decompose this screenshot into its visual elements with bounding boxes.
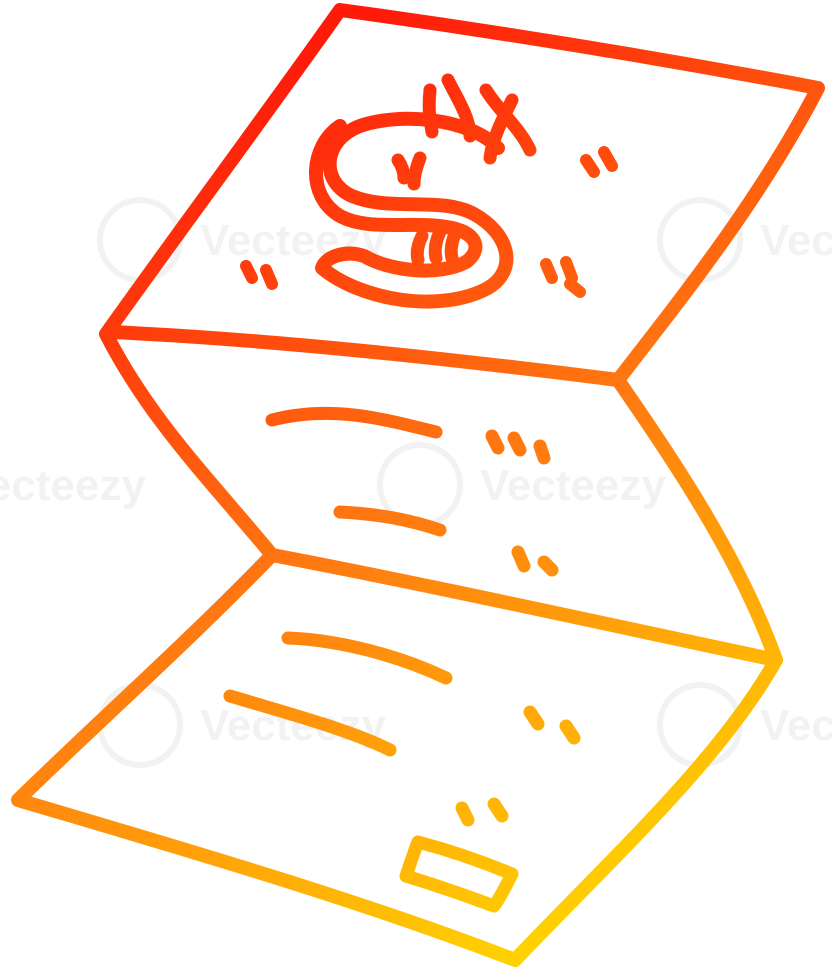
- dot: [511, 545, 531, 573]
- text-line: [223, 689, 397, 757]
- text-line: [265, 406, 443, 439]
- dot: [533, 439, 551, 465]
- watermark-text: Vecteezy: [0, 461, 146, 510]
- dot: [537, 555, 559, 577]
- text-line: [333, 505, 447, 537]
- top-panel-dots: [240, 146, 618, 298]
- serial-box-icon: [399, 835, 519, 913]
- middle-panel-text-lines: [265, 406, 559, 577]
- dot: [507, 431, 527, 457]
- watermark-layer: Vecteezy Vecteezy Vecteezy Vecteezy Vect…: [0, 197, 832, 768]
- bottom-panel-text-lines: [223, 631, 581, 827]
- watermark-text: Vecteezy: [760, 701, 832, 750]
- dot: [485, 429, 505, 455]
- text-line: [281, 631, 453, 685]
- fold-line-bottom: [265, 548, 783, 667]
- dollar-sign-icon: [309, 73, 537, 309]
- watermark-text: Vecteezy: [480, 461, 666, 510]
- bill-outline: [11, 3, 825, 967]
- dot: [559, 719, 581, 745]
- dot: [487, 797, 509, 823]
- dot: [455, 801, 475, 827]
- fold-line-top: [105, 325, 625, 387]
- watermark-logo-icon: [97, 682, 183, 768]
- watermark-text: Vecteezy: [760, 216, 832, 265]
- dot: [523, 705, 545, 731]
- bill-line-art: [11, 3, 825, 967]
